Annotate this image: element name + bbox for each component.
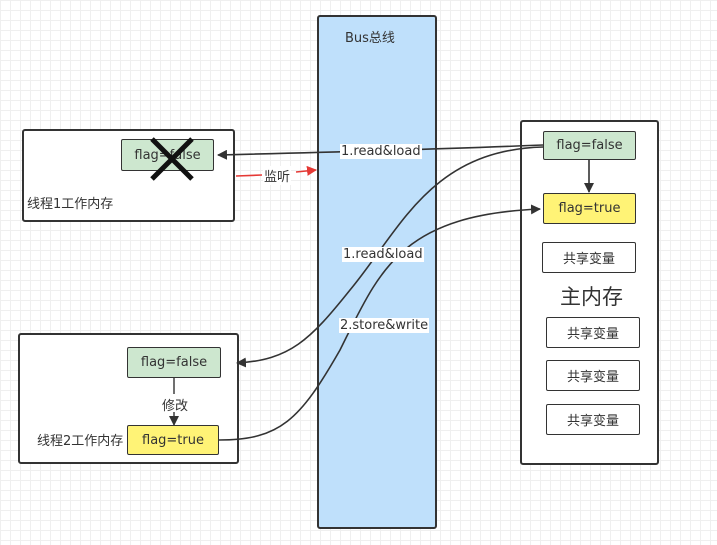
thread1-label: 线程1工作内存: [27, 197, 114, 212]
edge-store-write: [218, 204, 541, 441]
edge-read-load-thread2: [236, 146, 544, 368]
modify-label: 修改: [162, 399, 189, 414]
shared-variable-box: 共享变量: [546, 404, 640, 435]
shared-variable-box: 共享变量: [546, 360, 640, 391]
thread2-label: 线程2工作内存: [37, 434, 124, 449]
shared-variable-box: 共享变量: [546, 317, 640, 348]
edge-label-store-write: 2.store&write: [339, 318, 430, 333]
main-memory-title: 主内存: [560, 285, 623, 309]
shared-variable-box: 共享变量: [542, 242, 636, 273]
bus-label: Bus总线: [345, 31, 395, 46]
edge-label-read-load-2: 1.read&load: [342, 247, 424, 262]
listen-label: 监听: [263, 166, 292, 185]
edge-label-read-load-1: 1.read&load: [340, 144, 422, 159]
thread2-flag-true: flag=true: [127, 425, 219, 455]
main-flag-true: flag=true: [543, 193, 636, 224]
main-flag-false: flag=false: [543, 131, 636, 160]
invalidated-cross-icon: [150, 137, 194, 181]
edge-listen: [235, 170, 316, 176]
bus-panel: [317, 15, 437, 529]
thread2-flag-false: flag=false: [127, 347, 221, 378]
